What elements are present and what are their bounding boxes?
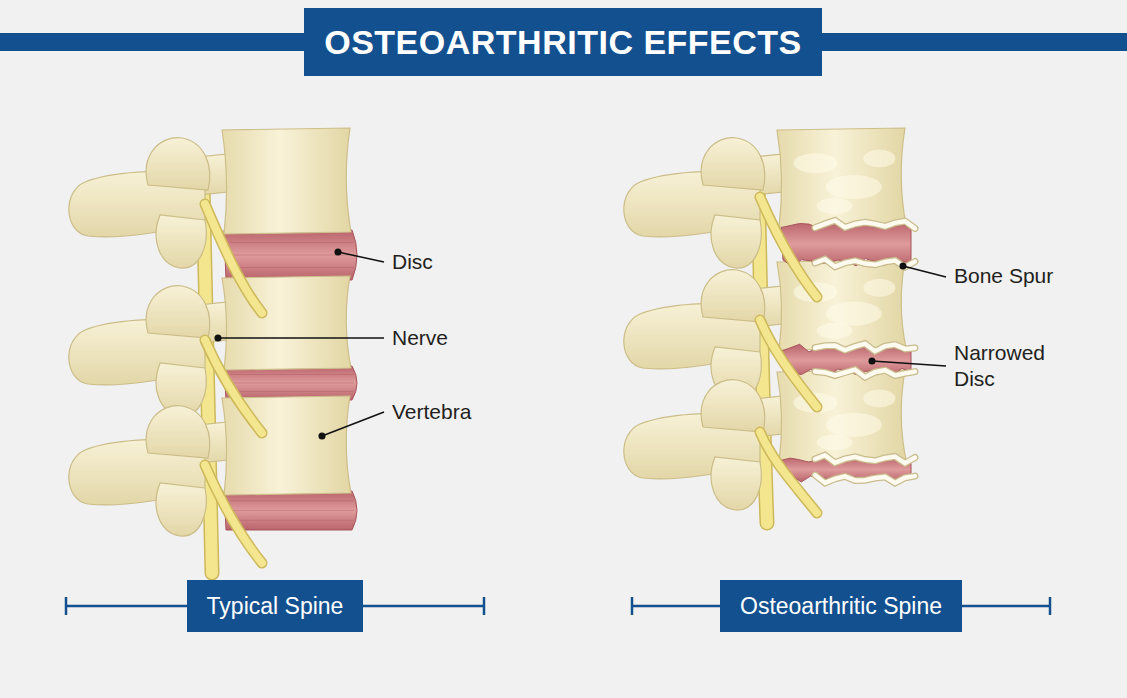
leader-line: [322, 412, 384, 436]
leader-line: [903, 266, 946, 277]
leader-dot: [319, 433, 325, 439]
leader-line: [338, 252, 384, 262]
part-label-text: Disc: [392, 250, 433, 273]
part-label: Disc: [392, 249, 433, 275]
nerve-root: [760, 197, 817, 297]
bone-spur: [815, 370, 915, 378]
leader-dot: [900, 263, 906, 269]
bone-spur: [815, 220, 915, 228]
vertebral-body: [777, 128, 906, 227]
nerve-root: [205, 204, 262, 313]
leader-dot: [869, 358, 875, 364]
leader-dot: [215, 335, 221, 341]
nerve-root: [760, 320, 817, 407]
nerve-root: [205, 204, 262, 313]
bone-spur: [815, 370, 915, 378]
disc: [224, 230, 357, 280]
nerve-root: [760, 197, 817, 297]
nerve-root: [205, 340, 262, 433]
bone-spur: [815, 475, 915, 483]
title-text: OSTEOARTHRITIC EFFECTS: [324, 23, 802, 62]
leader-lines: [215, 249, 946, 439]
vertebral-body: [222, 128, 351, 234]
nerve-root: [760, 432, 817, 513]
part-label-text: Nerve: [392, 326, 448, 349]
bone-spur: [815, 344, 915, 352]
part-label: Nerve: [392, 325, 448, 351]
part-label-text: Bone Spur: [954, 264, 1053, 287]
bone-spur: [815, 455, 915, 463]
nerve-root: [205, 465, 262, 563]
part-label: Vertebra: [392, 399, 471, 425]
caption-text: Typical Spine: [207, 593, 344, 620]
bone-spur: [815, 220, 915, 228]
part-label: Bone Spur: [954, 263, 1053, 289]
typical-spine: [69, 128, 357, 573]
nerve-root: [760, 432, 817, 513]
caption-text: Osteoarthritic Spine: [740, 593, 942, 620]
osteoarthritic-spine: [624, 128, 915, 523]
bone-spur: [815, 475, 915, 483]
bone-spur: [815, 455, 915, 463]
caption-box: Typical Spine: [187, 580, 364, 632]
leader-line: [872, 361, 946, 366]
part-label: Narrowed Disc: [954, 340, 1074, 392]
title-box: OSTEOARTHRITIC EFFECTS: [304, 8, 822, 76]
nerve-root: [205, 340, 262, 433]
leader-dot: [335, 249, 341, 255]
leader-line: [218, 337, 384, 339]
part-label-text: Narrowed Disc: [954, 341, 1045, 390]
nerve-root: [205, 465, 262, 563]
vertebral-arch: [624, 270, 783, 400]
caption-box: Osteoarthritic Spine: [720, 580, 962, 632]
bone-spur: [815, 344, 915, 352]
vertebral-arch: [624, 380, 783, 510]
nerve-root: [760, 320, 817, 407]
part-label-text: Vertebra: [392, 400, 471, 423]
disc: [224, 491, 357, 530]
disc: [224, 366, 357, 400]
